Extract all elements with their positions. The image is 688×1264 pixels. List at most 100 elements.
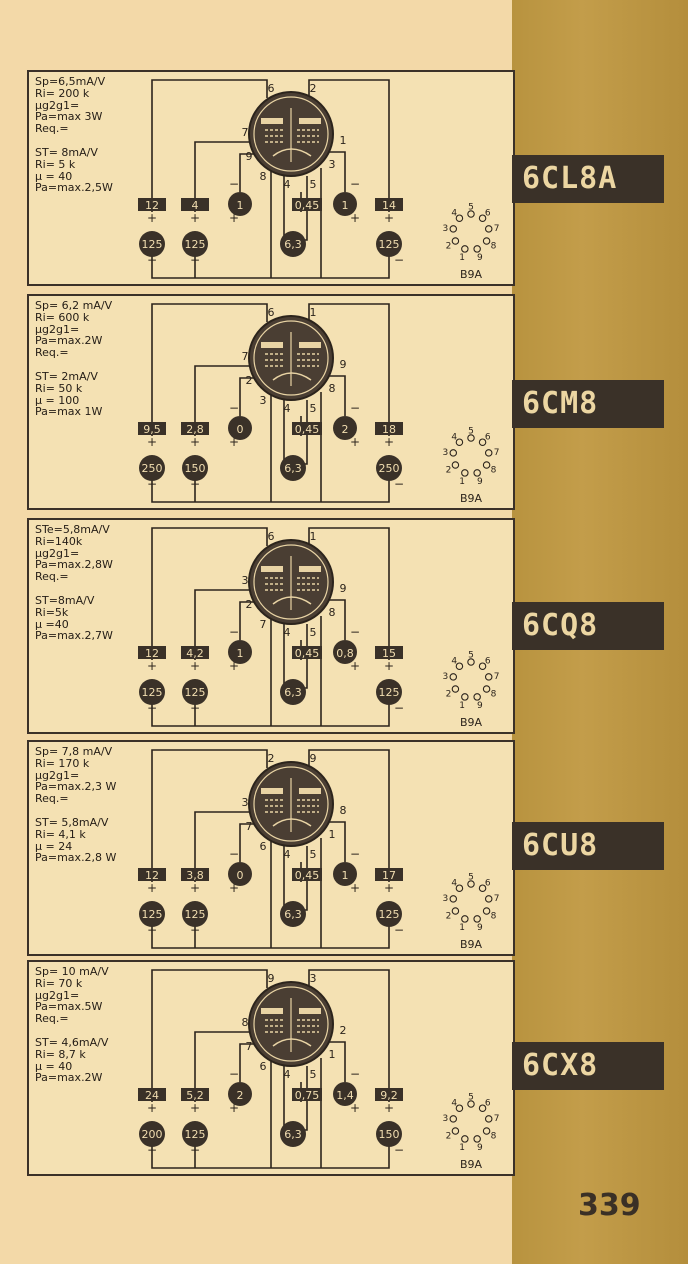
- spec-line: Ri= 50 k: [35, 381, 83, 395]
- spec-line: Sp=6,5mA/V: [35, 75, 106, 88]
- pin-label: 6: [260, 1060, 267, 1073]
- electrode-value-text: 17: [382, 869, 396, 882]
- electrode-value-text: 15: [382, 647, 396, 660]
- base-pin-label: 3: [443, 1114, 449, 1124]
- minus-sign: −: [350, 401, 360, 415]
- wire-screen: [194, 141, 257, 212]
- spec-line: Pa=max 1W: [35, 405, 103, 419]
- base-pin-label: 3: [443, 448, 449, 458]
- spec-line: ST=8mA/V: [35, 593, 95, 607]
- electrode-value-text: 3,8: [186, 869, 204, 882]
- base-pin: [482, 685, 491, 693]
- base-type-label: B9A: [460, 1158, 483, 1171]
- wire-anode-right: [308, 79, 390, 212]
- base-pin-label: 5: [468, 873, 474, 883]
- spec-line: Sp= 10 mA/V: [35, 965, 109, 978]
- base-pin-label: 3: [443, 894, 449, 904]
- plus-sign: +: [147, 435, 157, 449]
- base-pin-label: 8: [491, 466, 497, 476]
- pin-label: 7: [242, 350, 249, 363]
- wire-anode-right: [308, 749, 390, 882]
- base-pin: [455, 1104, 464, 1112]
- electrode-value: 0,45: [292, 868, 322, 882]
- minus-sign: −: [229, 401, 239, 415]
- voltage-value: 250: [139, 455, 165, 481]
- base-pin: [455, 662, 464, 670]
- minus-sign: −: [147, 477, 157, 491]
- spec-line: μg2g1=: [35, 322, 80, 336]
- pin-label: 7: [260, 618, 267, 631]
- plus-sign: +: [384, 881, 394, 895]
- wire-screen: [194, 589, 257, 660]
- pin-label: 1: [310, 530, 317, 543]
- spec-line: Pa=max.2,3 W: [35, 780, 117, 794]
- base-pin: [451, 237, 460, 245]
- base-pin-label: 8: [491, 242, 497, 252]
- wire-screen: [194, 365, 257, 436]
- wiring: [151, 79, 390, 279]
- pin-label: 5: [310, 1068, 317, 1081]
- plus-sign: +: [384, 435, 394, 449]
- pin-label: 2: [246, 374, 253, 387]
- electrode-value: 14: [375, 198, 403, 212]
- base-pin-label: 2: [446, 466, 452, 476]
- base-pin: [467, 880, 475, 888]
- tube-envelope: [248, 539, 334, 625]
- base-pin: [478, 438, 487, 446]
- electrode-value-text: 1: [342, 199, 349, 212]
- base-pin-label: 6: [485, 1099, 491, 1109]
- voltage-value-text: 125: [142, 686, 163, 699]
- base-pin: [467, 1100, 475, 1108]
- base-pin-label: 6: [485, 657, 491, 667]
- base-pin: [451, 1127, 460, 1135]
- base-pin-label: 4: [451, 879, 457, 889]
- electrode-value: 1: [333, 192, 357, 216]
- electrode-value: 1,4: [333, 1082, 357, 1106]
- pin-label: 9: [340, 358, 347, 371]
- electrode-value: 24: [138, 1088, 166, 1102]
- spec-line: Req.=: [35, 570, 69, 584]
- electrode-value-text: 12: [145, 869, 159, 882]
- electrode-value: 15: [375, 646, 403, 660]
- electrode-value: 12: [138, 198, 166, 212]
- electrode-value: 2,8: [181, 422, 209, 436]
- base-pin: [478, 884, 487, 892]
- pin-label: 8: [242, 1016, 249, 1029]
- tube-name-tab: 6CL8A: [512, 155, 664, 203]
- base-pin: [455, 438, 464, 446]
- base-pin: [461, 693, 469, 701]
- base-pin: [478, 214, 487, 222]
- pin-label: 8: [329, 606, 336, 619]
- electrode-value-text: 1: [237, 647, 244, 660]
- electrode-value-text: 2: [342, 423, 349, 436]
- base-pin-label: 2: [446, 690, 452, 700]
- voltage-value: 125: [376, 231, 402, 257]
- pin-label: 6: [268, 82, 275, 95]
- electrode-value: 0: [228, 416, 252, 440]
- base-pin: [461, 915, 469, 923]
- pin-label: 4: [284, 178, 291, 191]
- base-type-label: B9A: [460, 716, 483, 729]
- pin-label: 3: [260, 394, 267, 407]
- base-pin: [482, 461, 491, 469]
- voltage-value-text: 125: [379, 238, 400, 251]
- spec-line: Pa=max 3W: [35, 110, 103, 124]
- spec-line: ST= 8mA/V: [35, 145, 98, 159]
- base-pin-label: 3: [443, 672, 449, 682]
- voltage-value: 6,3: [280, 231, 306, 257]
- base-pin-label: 2: [446, 912, 452, 922]
- voltage-value-text: 6,3: [284, 1128, 302, 1141]
- base-pin: [478, 1104, 487, 1112]
- spec-line: Pa=max.2,5W: [35, 181, 113, 195]
- pin-label: 3: [242, 574, 249, 587]
- spec-line: Pa=max.2,8W: [35, 558, 113, 572]
- plus-sign: +: [350, 1101, 360, 1115]
- electrode-value-text: 12: [145, 199, 159, 212]
- minus-sign: −: [190, 923, 200, 937]
